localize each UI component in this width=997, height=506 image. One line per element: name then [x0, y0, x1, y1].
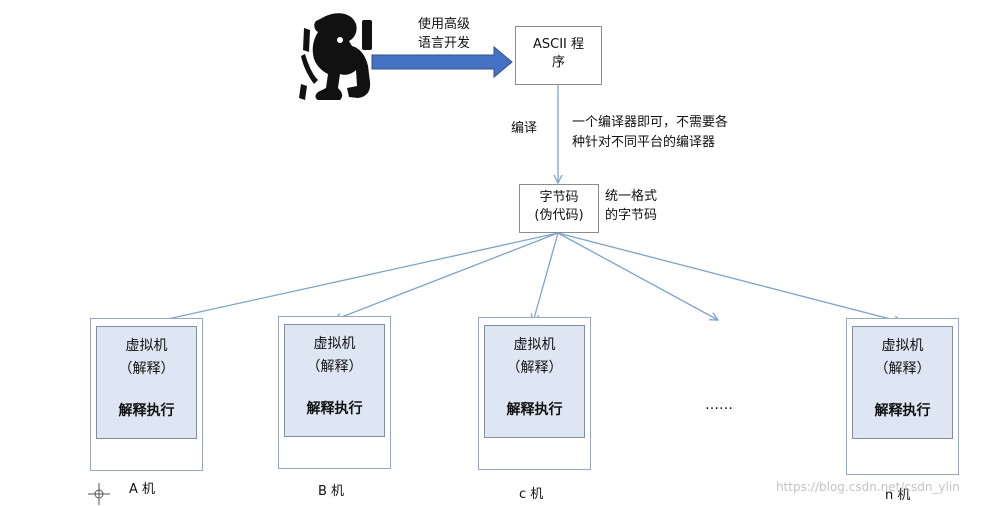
compile-label: 编译: [511, 121, 538, 136]
develop-label-line1: 使用高级: [418, 17, 471, 32]
machine-a-vm-box: 虚拟机 （解释） 解释执行: [96, 326, 197, 439]
source-box-line1: ASCII 程: [532, 37, 585, 52]
developer-silhouette-icon: [299, 13, 372, 101]
vm-action: 解释执行: [306, 401, 363, 417]
source-box-line2: 序: [551, 55, 565, 70]
vm-title: 虚拟机: [881, 338, 924, 354]
bytecode-box-line2: (伪代码): [534, 208, 584, 223]
vm-title: 虚拟机: [125, 338, 168, 354]
arrow-to-ellipsis: [557, 232, 718, 320]
compile-note-line1: 一个编译器即可，不需要各: [572, 115, 729, 130]
vm-title: 虚拟机: [313, 336, 356, 352]
bytecode-note-line1: 统一格式: [605, 189, 658, 204]
machine-n-frame: 虚拟机 （解释） 解释执行: [846, 318, 959, 475]
vm-subtitle: （解释）: [874, 361, 931, 377]
more-machines-ellipsis: ……: [705, 397, 733, 413]
bytecode-box: 字节码 (伪代码): [519, 184, 599, 233]
machine-n-label: n 机: [885, 488, 911, 503]
develop-arrow: [371, 45, 513, 79]
crosshair-cursor-icon: [88, 483, 110, 505]
machine-c-vm-box: 虚拟机 （解释） 解释执行: [484, 325, 585, 438]
machine-b-vm-box: 虚拟机 （解释） 解释执行: [284, 324, 385, 437]
machine-c-frame: 虚拟机 （解释） 解释执行: [478, 317, 591, 470]
compile-note-line2: 种针对不同平台的编译器: [572, 135, 716, 150]
machine-a-frame: 虚拟机 （解释） 解释执行: [90, 318, 203, 471]
machine-a-label: A 机: [129, 482, 156, 497]
arrow-to-machine-c: [533, 232, 559, 322]
vm-action: 解释执行: [506, 402, 563, 418]
machine-b-frame: 虚拟机 （解释） 解释执行: [278, 316, 391, 469]
machine-c-label: c 机: [519, 487, 544, 502]
vm-action: 解释执行: [118, 403, 175, 419]
develop-label-line2: 语言开发: [418, 36, 471, 51]
source-program-box: ASCII 程 序: [515, 26, 602, 85]
vm-action: 解释执行: [874, 403, 931, 419]
arrow-to-machine-n: [557, 232, 902, 322]
watermark-url: https://blog.csdn.net/csdn_ylin: [776, 480, 960, 494]
vm-subtitle: （解释）: [118, 361, 175, 377]
vm-title: 虚拟机: [513, 337, 556, 353]
arrow-to-machine-a: [145, 232, 559, 324]
machine-b-label: B 机: [318, 484, 345, 499]
arrow-to-machine-b: [334, 232, 559, 320]
vm-subtitle: （解释）: [306, 359, 363, 375]
bytecode-note-line2: 的字节码: [605, 208, 658, 223]
vm-subtitle: （解释）: [506, 360, 563, 376]
machine-n-vm-box: 虚拟机 （解释） 解释执行: [852, 326, 953, 439]
bytecode-box-line1: 字节码: [539, 190, 579, 205]
